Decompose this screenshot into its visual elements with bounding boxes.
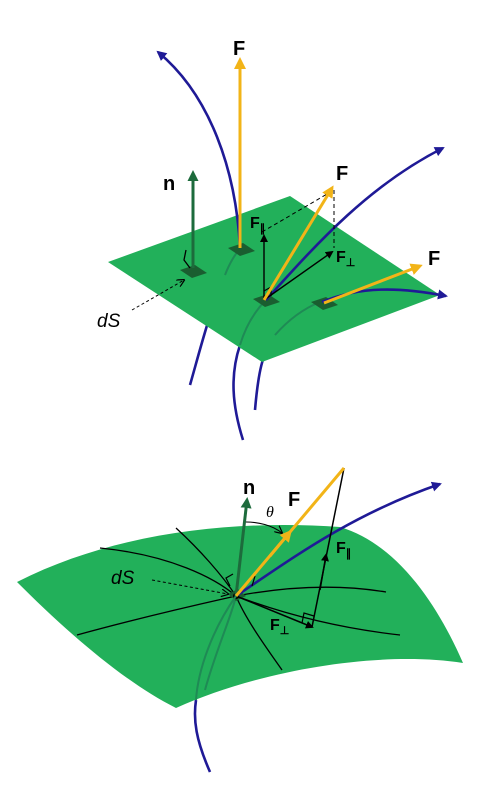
dS-leader-arrow-top [131,280,184,311]
label-n-top: n [163,173,175,195]
flat-surface-panel: F F F n dS F∥ F⊥ [97,38,448,441]
label-theta: θ [266,504,274,521]
area-patch-middle [253,294,280,307]
theta-arc [245,521,282,533]
field-line-middle-lower [232,344,245,441]
area-patch-dS [180,265,207,278]
label-F-perp-bottom: F⊥ [270,617,289,637]
force-vector-right [323,263,423,305]
curved-surface-panel: n F θ dS F∥ F⊥ [17,467,463,773]
right-angle-mark-mid [251,575,256,587]
label-F-bottom: F [288,489,300,511]
right-angle-mark-bottom [301,612,315,624]
surface-grid-line-2 [235,586,387,597]
field-line-middle-upper [265,146,445,301]
curved-surface [17,525,463,708]
surface-grid-line-4 [235,595,401,636]
label-F-parallel-bottom: F∥ [336,540,351,560]
label-F-right: F [428,248,440,270]
force-vector-slanted [262,185,334,301]
dS-leader-arrow-bottom [151,579,228,594]
right-angle-mark-dS [183,249,191,269]
f-perp-component-top [263,250,334,301]
field-line-left-upper [156,50,242,249]
force-vector-bottom-head [268,529,292,557]
f-perp-component-bottom [235,595,314,629]
surface-grid-line-7 [204,595,237,691]
f-parallel-arrow-bottom [319,553,329,591]
label-F-top: F [233,38,245,60]
label-F-parallel-top: F∥ [250,215,265,235]
flat-surface-plane [108,196,440,362]
surface-grid-line-6 [235,595,283,671]
area-patch-center [228,243,255,256]
label-dS-bottom: dS [111,568,135,589]
label-n-bottom: n [243,477,255,499]
field-line-bottom-under [195,595,237,701]
surface-grid-line-5 [175,527,237,597]
label-F-slanted: F [336,163,348,185]
right-angle-mark-normal [225,573,234,587]
normal-vector-bottom [234,497,252,597]
label-F-perp-top: F⊥ [336,249,355,269]
field-line-bottom-lower [193,699,212,773]
surface-grid-line-3 [76,595,237,636]
label-dS-top: dS [97,311,121,332]
field-line-bottom-upper [235,481,442,598]
f-parallel-component-bottom [311,467,345,628]
